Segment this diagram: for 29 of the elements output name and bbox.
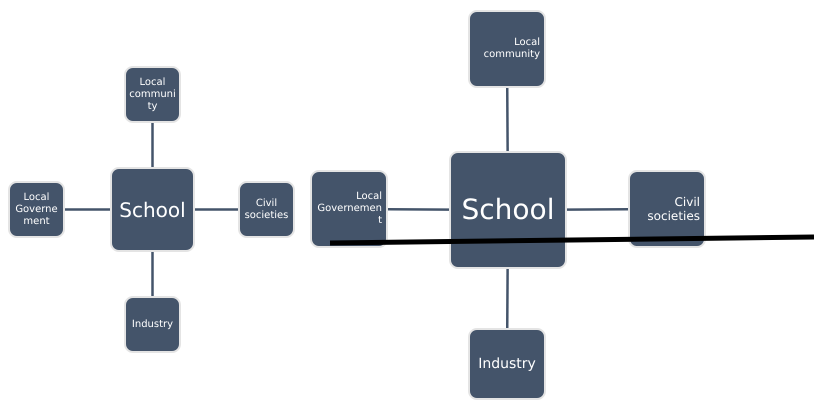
partner-box bbox=[628, 170, 706, 248]
partner-box bbox=[468, 10, 546, 88]
connector-line bbox=[151, 123, 154, 167]
node-label: Industry bbox=[132, 318, 174, 330]
partner-box bbox=[124, 66, 181, 123]
partner-box bbox=[238, 181, 295, 238]
partner-box bbox=[310, 170, 388, 248]
partner-box bbox=[124, 296, 181, 353]
connector-line bbox=[330, 234, 814, 246]
node-label: Local Governement bbox=[316, 191, 382, 227]
center-box bbox=[449, 151, 567, 269]
node-label: Local community bbox=[128, 76, 177, 112]
connector-line bbox=[65, 208, 110, 211]
partner-box bbox=[8, 181, 65, 238]
node-label: Civil societies bbox=[646, 194, 700, 224]
center-box bbox=[110, 167, 195, 252]
node-label: Industry bbox=[478, 356, 536, 372]
connector-line bbox=[506, 88, 509, 151]
partner-box bbox=[468, 328, 546, 400]
connector-line bbox=[151, 252, 154, 296]
node-label: Local community bbox=[482, 37, 540, 61]
node-label: Civil societies bbox=[244, 198, 290, 222]
connector-line bbox=[506, 269, 509, 328]
connector-line bbox=[195, 208, 238, 211]
connector-line bbox=[388, 208, 449, 211]
connector-line bbox=[567, 208, 628, 211]
node-label: Local Governement bbox=[14, 192, 59, 228]
node-label: School bbox=[462, 193, 554, 227]
node-label: School bbox=[119, 198, 186, 222]
